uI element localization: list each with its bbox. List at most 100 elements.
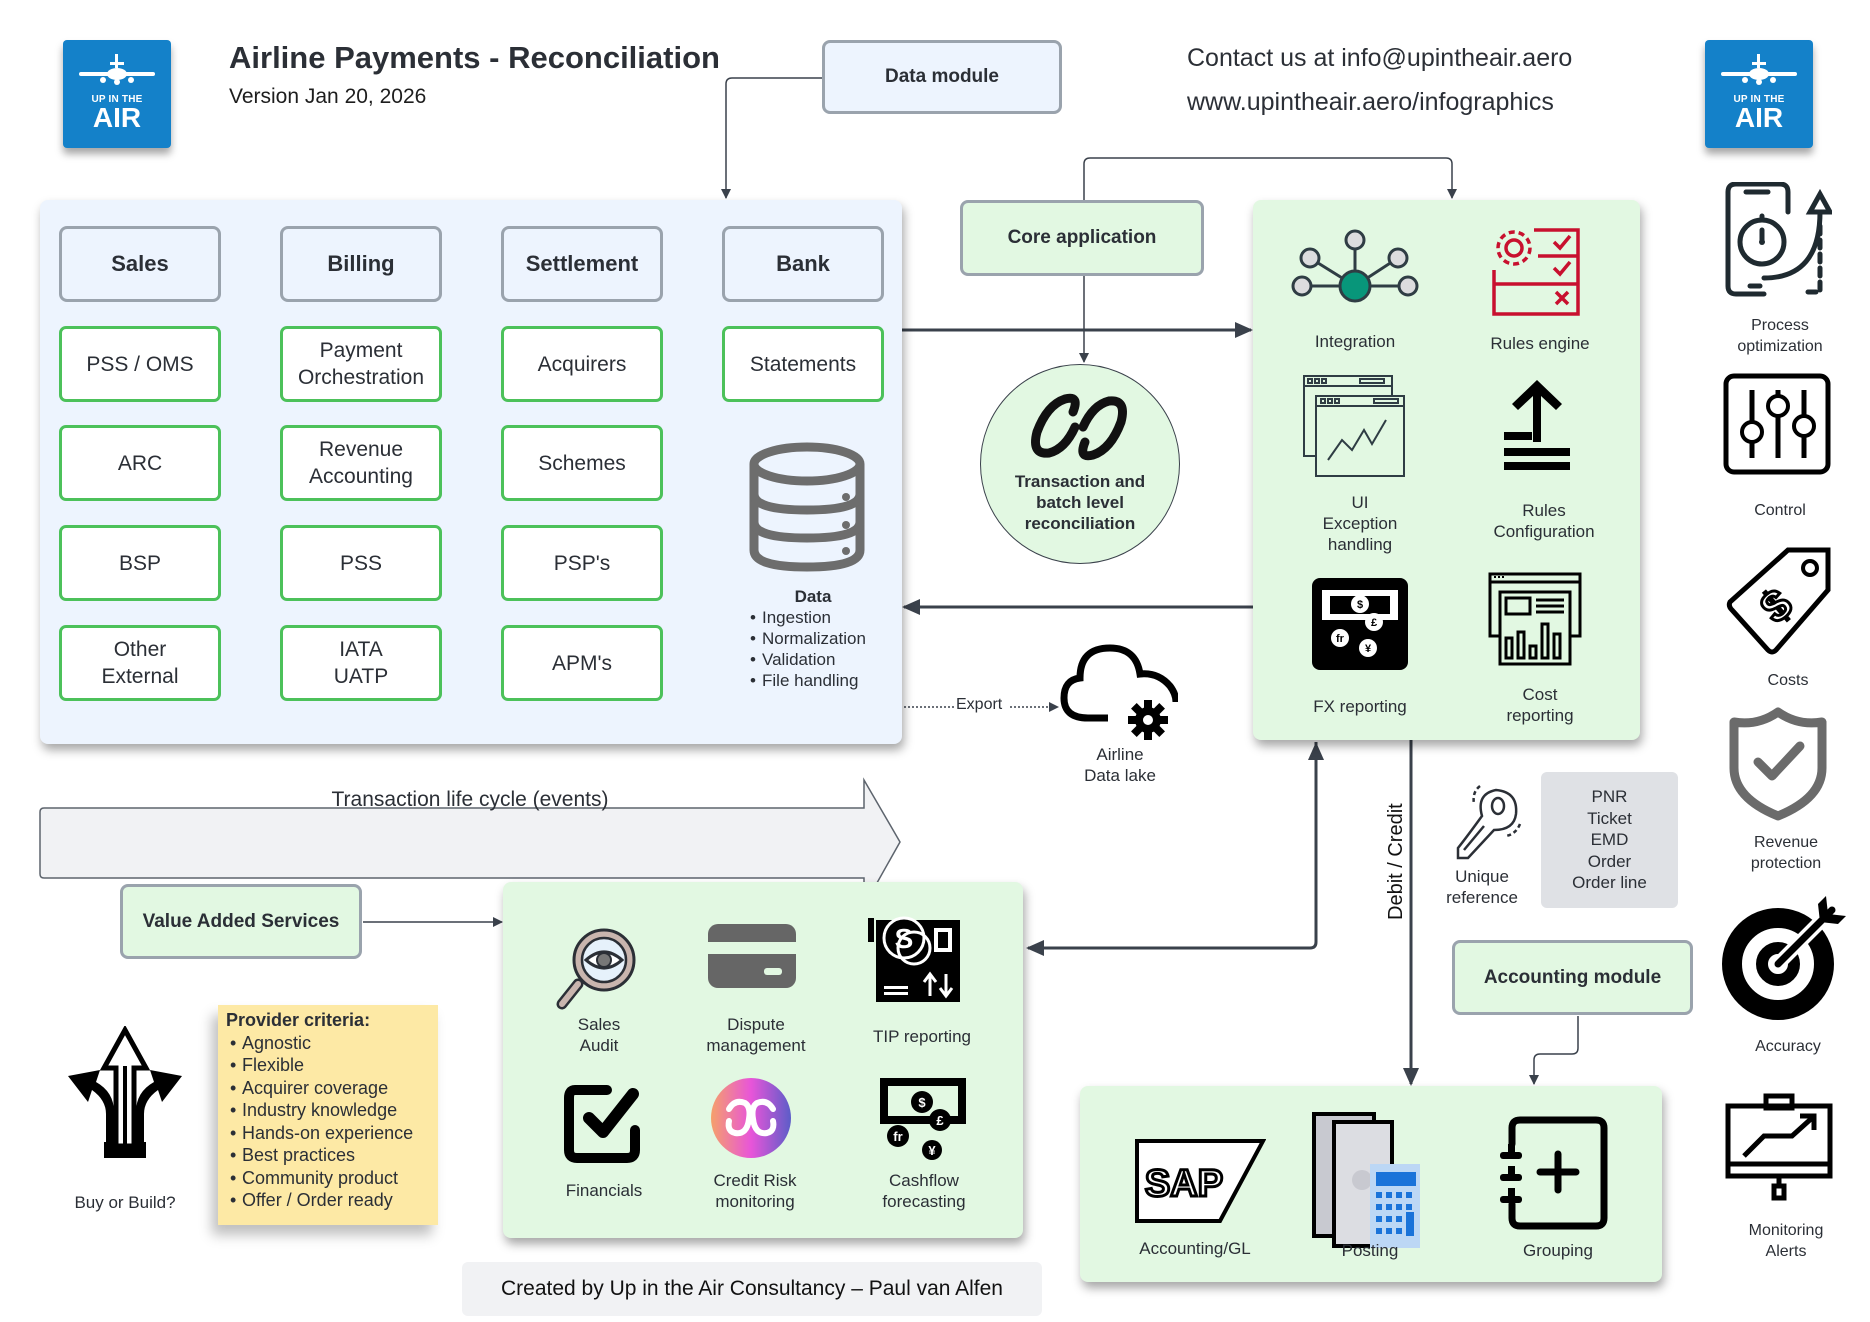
version-label: Version Jan 20, 2026 [229, 85, 427, 108]
key-icon [1456, 785, 1522, 860]
lifecycle-label: Transaction life cycle (events) [331, 788, 609, 811]
reconciliation-circle: Transaction and batch level reconciliati… [980, 364, 1180, 564]
logo-big-text: AIR [1734, 102, 1784, 133]
column-header-billing: Billing [280, 226, 442, 302]
credit-risk-label: Credit Risk monitoring [713, 1171, 797, 1211]
process-optimization-icon [1725, 182, 1832, 297]
control-label: Control [1754, 502, 1806, 519]
connector-core-to-panel [1083, 157, 1457, 200]
criteria-item: Acquirer coverage [230, 1077, 430, 1100]
source-box: Other External [59, 625, 221, 701]
integration-icon [1291, 229, 1419, 303]
criteria-item: Agnostic [230, 1032, 430, 1055]
airplane-icon [1721, 54, 1797, 85]
source-box: PSS / OMS [59, 326, 221, 402]
provider-criteria-note: Provider criteria: Agnostic Flexible Acq… [218, 1005, 438, 1225]
reconciliation-label: Transaction and batch level reconciliati… [1014, 472, 1146, 533]
svg-text:£: £ [936, 1113, 944, 1128]
svg-text:S: S [895, 923, 914, 954]
data-item: Validation [750, 649, 878, 670]
data-title: Data [794, 587, 832, 606]
revenue-protection-icon [1729, 707, 1827, 821]
unique-reference-label: Unique reference [1446, 867, 1518, 907]
source-box: Schemes [501, 425, 663, 501]
svg-text:£: £ [1371, 617, 1377, 629]
logo-big-text: AIR [92, 102, 142, 133]
column-header-settlement: Settlement [501, 226, 663, 302]
sales-audit-icon [556, 928, 636, 1010]
footer-credit: Created by Up in the Air Consultancy – P… [462, 1262, 1042, 1316]
link-chain-icon [1031, 393, 1127, 461]
tip-reporting-icon: S [868, 916, 960, 1002]
logo-left: UP IN THE AIR [63, 40, 171, 148]
svg-text:$: $ [918, 1095, 926, 1110]
cost-reporting-label: Cost reporting [1506, 685, 1574, 725]
data-capabilities: Data Ingestion Normalization Validation … [748, 586, 878, 691]
source-box: BSP [59, 525, 221, 601]
monitoring-alerts-icon [1725, 1093, 1833, 1201]
core-application-box: Core application [960, 200, 1204, 276]
accuracy-label: Accuracy [1755, 1038, 1821, 1055]
rules-engine-icon [1492, 228, 1580, 316]
ui-exception-icon [1303, 375, 1405, 477]
data-lake-label: Airline Data lake [1084, 745, 1156, 785]
criteria-item: Best practices [230, 1144, 430, 1167]
buy-or-build-label: Buy or Build? [74, 1193, 176, 1212]
ui-exception-label: UI Exception handling [1322, 493, 1398, 554]
source-box: Acquirers [501, 326, 663, 402]
credit-risk-icon [711, 1078, 791, 1158]
sales-audit-label: Sales Audit [577, 1015, 621, 1055]
logo-small-text: UP IN THE [1733, 94, 1785, 105]
costs-icon: $ [1726, 547, 1831, 655]
fx-reporting-icon: $ £ fr ¥ [1312, 578, 1408, 670]
value-added-services-box: Value Added Services [120, 884, 362, 959]
criteria-item: Flexible [230, 1054, 430, 1077]
svg-text:¥: ¥ [928, 1143, 936, 1158]
website-link[interactable]: www.upintheair.aero/infographics [1187, 88, 1554, 116]
source-box: Revenue Accounting [280, 425, 442, 501]
accounting-gl-label: Accounting/GL [1139, 1239, 1251, 1258]
database-icon [749, 442, 865, 572]
provider-criteria-title: Provider criteria: [226, 1010, 371, 1030]
accuracy-icon [1722, 896, 1846, 1020]
integration-label: Integration [1314, 332, 1396, 351]
svg-text:fr: fr [893, 1129, 902, 1144]
svg-text:$: $ [1751, 579, 1801, 632]
source-box: PSS [280, 525, 442, 601]
reference-types-box: PNR Ticket EMD Order Order line [1541, 772, 1678, 908]
connector-data-module [721, 77, 822, 199]
column-header-bank: Bank [722, 226, 884, 302]
rules-configuration-icon [1504, 380, 1570, 470]
source-box: APM's [501, 625, 663, 701]
posting-label: Posting [1341, 1241, 1399, 1260]
tip-reporting-label: TIP reporting [873, 1027, 971, 1046]
cost-reporting-icon [1488, 572, 1582, 666]
data-module-box: Data module [822, 40, 1062, 114]
criteria-item: Hands-on experience [230, 1122, 430, 1145]
svg-text:fr: fr [1336, 633, 1345, 645]
rules-engine-label: Rules engine [1490, 334, 1590, 353]
source-box: IATA UATP [280, 625, 442, 701]
grouping-label: Grouping [1523, 1241, 1593, 1260]
accounting-module-box: Accounting module [1452, 940, 1693, 1015]
buy-or-build-icon [68, 1026, 182, 1158]
data-item: Ingestion [750, 607, 878, 628]
costs-label: Costs [1767, 672, 1809, 689]
svg-text:¥: ¥ [1365, 643, 1372, 655]
contact-email[interactable]: Contact us at info@upintheair.aero [1187, 44, 1573, 72]
cloud-gear-icon [1060, 644, 1178, 740]
svg-text:$: $ [1357, 599, 1363, 611]
posting-icon [1312, 1112, 1420, 1248]
column-header-sales: Sales [59, 226, 221, 302]
logo-small-text: UP IN THE [91, 94, 143, 105]
source-box: ARC [59, 425, 221, 501]
grouping-icon [1500, 1116, 1608, 1230]
logo-right: UP IN THE AIR [1705, 40, 1813, 148]
dispute-management-label: Dispute management [706, 1015, 806, 1055]
revenue-protection-label: Revenue protection [1750, 834, 1822, 872]
airplane-icon [79, 54, 155, 85]
debit-credit-label: Debit / Credit [1385, 803, 1407, 920]
data-item: Normalization [750, 628, 878, 649]
export-label: Export [956, 696, 1003, 714]
criteria-item: Community product [230, 1167, 430, 1190]
